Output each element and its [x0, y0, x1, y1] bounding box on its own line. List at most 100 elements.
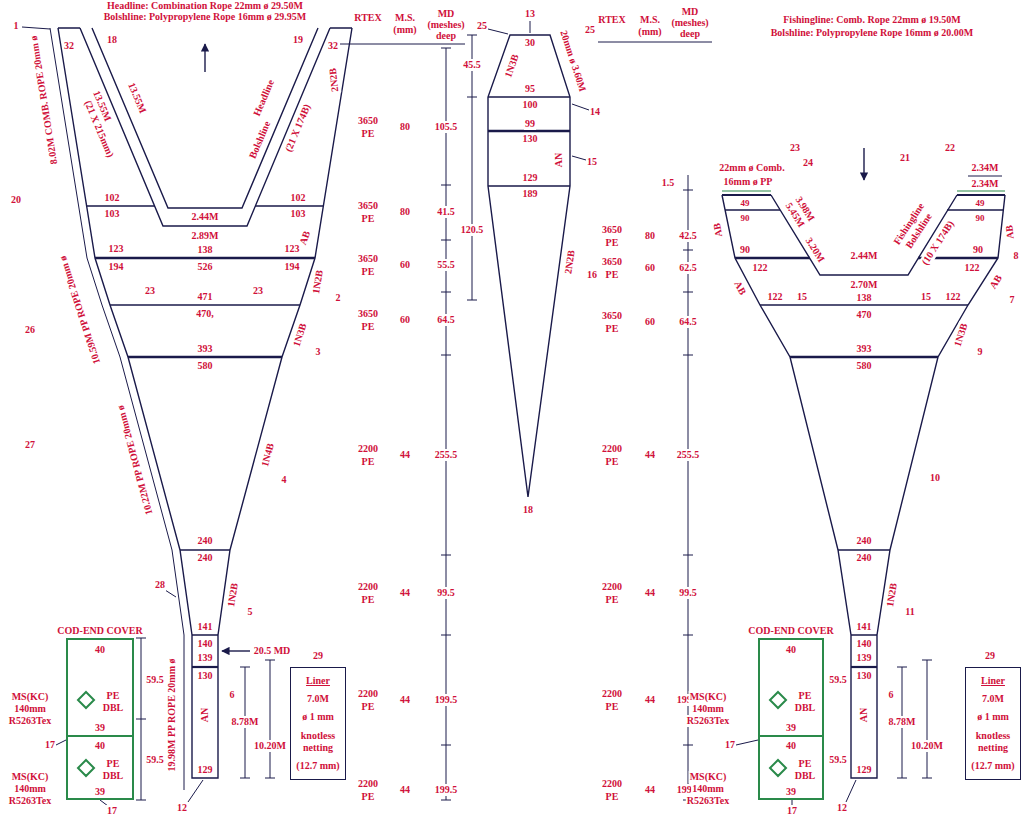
net-label: 59.5: [828, 754, 848, 766]
net-label: 129: [197, 764, 214, 776]
callout-number: 29: [312, 650, 324, 662]
net-label: 42.5: [678, 230, 698, 242]
box-text: (12.7 mm): [971, 760, 1014, 772]
net-label: 62.5: [678, 262, 698, 274]
bottom-panel: [722, 148, 1005, 805]
net-line: [441, 48, 451, 800]
net-label: R5263Tex: [8, 715, 52, 727]
net-label: 130: [522, 133, 539, 145]
net-line: [80, 28, 330, 226]
net-label: 240: [197, 535, 214, 547]
box-text: 40: [760, 740, 822, 752]
net-label: AB: [1003, 223, 1017, 240]
callout-number: 49: [975, 197, 986, 209]
net-label: 199.5: [434, 694, 459, 706]
callout-number: 5: [247, 606, 254, 618]
net-label: MS(KC): [689, 771, 728, 783]
net-label: PE: [361, 213, 376, 225]
net-label: PE: [605, 323, 620, 335]
net-label: Fishingline: Comb. Rope 22mm ø 19.50M: [782, 14, 962, 26]
net-label: 194: [284, 261, 301, 273]
callout-number: 21: [899, 152, 911, 164]
net-label: 1N2B: [225, 581, 241, 609]
net-label: 2200: [357, 778, 379, 790]
net-label: 141: [856, 621, 873, 633]
net-label: 59.5: [145, 754, 165, 766]
callout-number: 7: [1009, 294, 1016, 306]
callout-number: 23: [252, 285, 264, 297]
net-label: 3650: [357, 200, 379, 212]
callout-number: 60: [644, 316, 656, 328]
net-label: 140mm: [691, 703, 725, 715]
net-label: 3650: [357, 308, 379, 320]
callout-number: 95: [524, 83, 536, 95]
callout-number: 17: [786, 805, 798, 816]
callout-number: 80: [399, 206, 411, 218]
net-label: PE: [605, 791, 620, 803]
side-panel: [467, 21, 589, 497]
box-text: PE DBL: [790, 690, 820, 714]
net-label: 102: [104, 192, 121, 204]
net-label: RTEX: [353, 12, 382, 24]
net-label: 3650: [601, 224, 623, 236]
callout-number: 1: [13, 20, 20, 32]
box-text: 39: [68, 722, 132, 734]
callout-number: 15: [586, 156, 598, 168]
net-label: 122: [964, 262, 981, 274]
liner-box: Liner7.0Mø 1 mmknotless netting(12.7 mm): [290, 667, 346, 780]
callout-number: 30: [524, 37, 536, 49]
callout-number: 80: [399, 121, 411, 133]
net-label: 122: [767, 291, 784, 303]
net-label: deep: [679, 28, 701, 40]
callout-number: 23: [144, 285, 156, 297]
cod-end-cover-box: COD-END COVER40PE DBL3940PE DBL39: [758, 638, 824, 800]
net-label: 255.5: [434, 449, 459, 461]
net-label: 2200: [601, 688, 623, 700]
callout-number: 90: [739, 244, 751, 256]
net-label: Bolshline: [246, 119, 273, 162]
box-text: 39: [760, 722, 822, 734]
net-label: 140: [197, 638, 214, 650]
callout-number: 44: [399, 449, 411, 461]
net-label: PE: [605, 701, 620, 713]
net-label: 59.5: [828, 674, 848, 686]
net-label: 393: [197, 343, 214, 355]
box-text: 7.0M: [982, 693, 1004, 705]
box-heading: Liner: [981, 675, 1005, 687]
net-line: [598, 42, 712, 43]
callout-number: 24: [802, 157, 814, 169]
net-label: 103: [290, 208, 307, 220]
callout-number: 4: [281, 474, 288, 486]
callout-number: 17: [44, 739, 56, 751]
net-label: 8.78M: [888, 716, 917, 728]
net-label: 10.59M PP ROPE 20mm ø: [57, 253, 104, 366]
net-label: 10.20M: [253, 740, 287, 752]
box-text: 40: [68, 644, 132, 656]
net-label: 2200: [601, 778, 623, 790]
net-label: AB: [987, 272, 1006, 292]
callout-number: 90: [972, 244, 984, 256]
box-text: PE DBL: [790, 758, 820, 782]
callout-number: 23: [789, 142, 801, 154]
box-text: 39: [760, 786, 822, 798]
net-label: PE: [361, 701, 376, 713]
net-label: R5263Tex: [686, 715, 730, 727]
callout-number: 60: [399, 314, 411, 326]
net-label: PE: [361, 321, 376, 333]
callout-number: 15: [920, 291, 932, 303]
net-line: [110, 304, 300, 305]
net-label: 16mm ø PP: [723, 176, 774, 188]
net-label: PE: [605, 594, 620, 606]
net-label: 2.44M: [850, 250, 879, 262]
net-line: [968, 176, 1002, 177]
net-label: PE: [361, 128, 376, 140]
box-text: ø 1 mm: [302, 711, 334, 723]
net-line: [725, 209, 1003, 210]
callout-number: 44: [399, 784, 411, 796]
cover-marks: [66, 191, 1005, 776]
cod-end-cover-box: COD-END COVER40PE DBL3940PE DBL39: [66, 638, 134, 800]
net-label: 2200: [601, 581, 623, 593]
callout-number: 18: [522, 504, 534, 516]
net-label: 393: [856, 343, 873, 355]
